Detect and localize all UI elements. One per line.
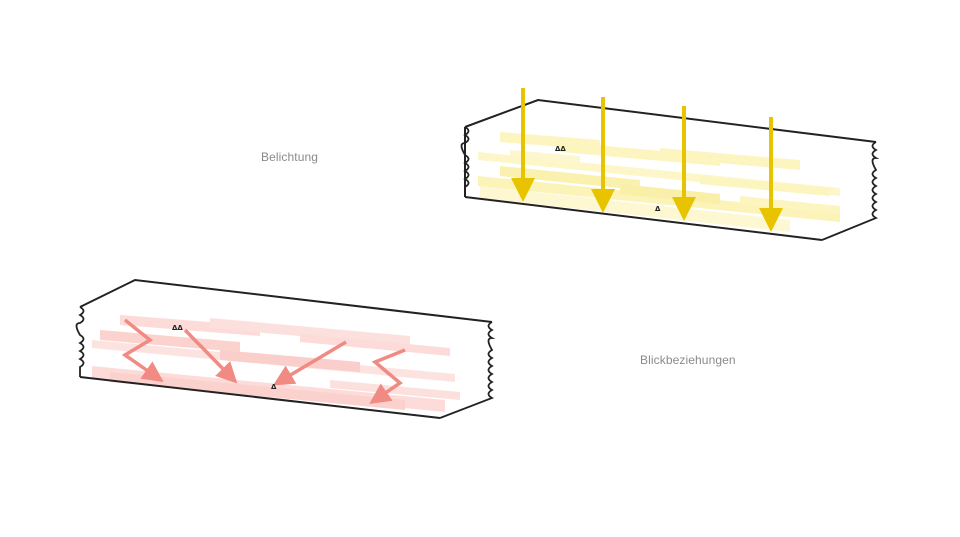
building-outline-top <box>460 98 880 241</box>
marker-triangle-bottom: Δ <box>271 383 277 391</box>
view-arrow <box>272 340 347 386</box>
diagram-title-blickbeziehungen: Blickbeziehungen <box>640 353 736 367</box>
marker-double-triangle-bottom: ΔΔ <box>172 324 183 332</box>
marker-double-triangle-top: ΔΔ <box>555 145 566 153</box>
view-arrow <box>369 348 406 404</box>
belichtung-diagram: ΔΔ Δ <box>460 88 880 241</box>
light-arrows <box>511 88 783 232</box>
marker-triangle-top: Δ <box>655 205 661 213</box>
floor-slabs-red <box>92 315 460 412</box>
floor-slabs-yellow <box>478 132 840 232</box>
building-outline-bottom <box>75 278 496 419</box>
view-arrows <box>121 318 406 404</box>
blickbeziehungen-diagram: ΔΔ Δ <box>75 278 496 419</box>
view-arrow <box>183 328 238 384</box>
diagram-title-belichtung: Belichtung <box>261 150 319 164</box>
view-arrow <box>121 318 164 383</box>
